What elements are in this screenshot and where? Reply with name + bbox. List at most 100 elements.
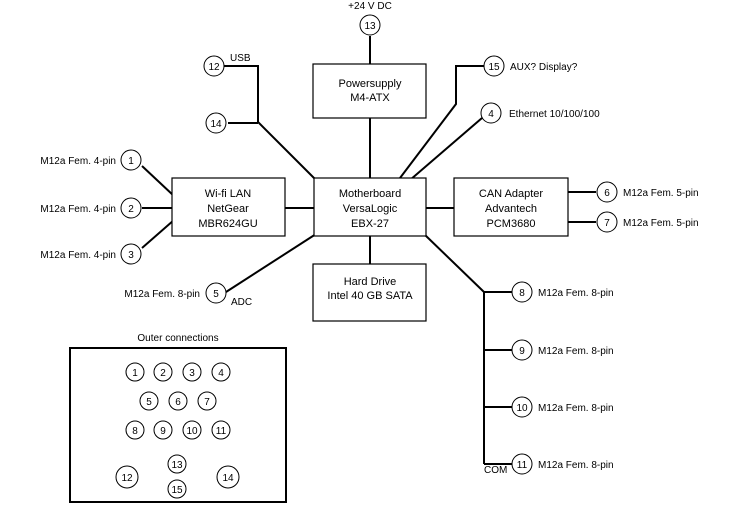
connector-3: 3 xyxy=(120,243,142,265)
outer-connections-panel xyxy=(69,347,287,503)
box-can-adapter: CAN Adapter Advantech PCM3680 xyxy=(453,177,569,237)
outer-connector-1: 1 xyxy=(125,362,145,382)
box-powersupply-line1: Powersupply xyxy=(339,78,402,90)
label-connector-8: M12a Fem. 8-pin xyxy=(538,288,614,299)
connector-4: 4 xyxy=(480,102,502,124)
connector-2-label: 2 xyxy=(128,204,134,215)
outer-connector-2: 2 xyxy=(153,362,173,382)
outer-connector-12-label: 12 xyxy=(121,473,133,484)
connector-9-label: 9 xyxy=(519,346,525,357)
box-motherboard-line1: Motherboard xyxy=(339,188,401,200)
outer-connector-4-label: 4 xyxy=(218,368,224,379)
outer-connector-4: 4 xyxy=(211,362,231,382)
connector-7: 7 xyxy=(596,211,618,233)
outer-connector-11: 11 xyxy=(211,420,231,440)
outer-connector-13-label: 13 xyxy=(171,460,183,471)
connector-13: 13 xyxy=(359,14,381,36)
outer-connector-15: 15 xyxy=(167,479,187,499)
box-motherboard-line2: VersaLogic xyxy=(343,203,398,215)
outer-connector-7: 7 xyxy=(197,391,217,411)
box-harddrive-line1: Hard Drive xyxy=(344,276,397,288)
box-wifi-line3: MBR624GU xyxy=(198,218,257,230)
box-wifi: Wi-fi LAN NetGear MBR624GU xyxy=(171,177,286,237)
box-harddrive: Hard Drive Intel 40 GB SATA xyxy=(312,263,427,322)
line-1 xyxy=(141,165,175,197)
connector-10: 10 xyxy=(511,396,533,418)
connector-15: 15 xyxy=(483,55,505,77)
outer-connector-14: 14 xyxy=(216,465,240,489)
connector-5-label: 5 xyxy=(213,289,219,300)
connector-15-label: 15 xyxy=(488,62,500,73)
box-powersupply-line2: M4-ATX xyxy=(350,92,390,104)
outer-connector-3: 3 xyxy=(182,362,202,382)
label-ethernet: Ethernet 10/100/100 xyxy=(509,109,600,120)
line-3 xyxy=(141,219,175,249)
connector-1: 1 xyxy=(120,149,142,171)
box-can-line3: PCM3680 xyxy=(487,218,536,230)
box-powersupply: Powersupply M4-ATX xyxy=(312,63,427,119)
outer-connector-11-label: 11 xyxy=(216,426,227,437)
outer-connector-8-label: 8 xyxy=(132,426,138,437)
connector-4-label: 4 xyxy=(488,109,494,120)
label-connector-6: M12a Fem. 5-pin xyxy=(623,188,699,199)
outer-connector-13: 13 xyxy=(167,454,187,474)
label-connector-2: M12a Fem. 4-pin xyxy=(40,204,116,215)
outer-connections-title: Outer connections xyxy=(137,333,218,344)
connector-1-label: 1 xyxy=(128,156,134,167)
connector-14-label: 14 xyxy=(210,119,222,130)
outer-connector-6-label: 6 xyxy=(175,397,181,408)
outer-connector-12: 12 xyxy=(115,465,139,489)
box-wifi-line1: Wi-fi LAN xyxy=(205,188,252,200)
connector-11: 11 xyxy=(511,453,533,475)
label-usb: USB xyxy=(230,53,251,64)
box-motherboard-line3: EBX-27 xyxy=(351,218,389,230)
line-ethernet xyxy=(409,117,483,181)
box-motherboard: Motherboard VersaLogic EBX-27 xyxy=(313,177,427,237)
outer-connector-5: 5 xyxy=(139,391,159,411)
box-can-line2: Advantech xyxy=(485,203,537,215)
connector-14: 14 xyxy=(205,112,227,134)
connector-11-label: 11 xyxy=(517,460,528,471)
connection-lines xyxy=(141,36,596,465)
outer-connector-10-label: 10 xyxy=(186,426,198,437)
connector-7-label: 7 xyxy=(604,218,610,229)
outer-connector-7-label: 7 xyxy=(204,397,210,408)
outer-connector-1-label: 1 xyxy=(132,368,138,379)
outer-connector-15-label: 15 xyxy=(171,485,183,496)
outer-connector-8: 8 xyxy=(125,420,145,440)
connector-12-label: 12 xyxy=(208,62,220,73)
connector-6: 6 xyxy=(596,181,618,203)
outer-connector-3-label: 3 xyxy=(189,368,195,379)
label-connector-5: M12a Fem. 8-pin xyxy=(124,289,200,300)
label-dc-supply: +24 V DC xyxy=(348,1,392,12)
outer-connector-9-label: 9 xyxy=(160,426,166,437)
connector-3-label: 3 xyxy=(128,250,134,261)
connector-8: 8 xyxy=(511,281,533,303)
label-connector-11: M12a Fem. 8-pin xyxy=(538,460,614,471)
connector-9: 9 xyxy=(511,339,533,361)
outer-connector-14-label: 14 xyxy=(222,473,234,484)
label-adc: ADC xyxy=(231,297,252,308)
outer-connector-9: 9 xyxy=(153,420,173,440)
line-adc xyxy=(225,233,317,293)
connector-12: 12 xyxy=(203,55,225,77)
label-connector-3: M12a Fem. 4-pin xyxy=(40,250,116,261)
connector-13-label: 13 xyxy=(364,21,376,32)
connector-6-label: 6 xyxy=(604,188,610,199)
box-harddrive-line2: Intel 40 GB SATA xyxy=(327,290,413,302)
line-aux-display xyxy=(399,65,484,179)
outer-connector-2-label: 2 xyxy=(160,368,166,379)
line-usb xyxy=(224,65,317,181)
label-connector-10: M12a Fem. 8-pin xyxy=(538,403,614,414)
outer-connector-10: 10 xyxy=(182,420,202,440)
connector-8-label: 8 xyxy=(519,288,525,299)
connector-10-label: 10 xyxy=(516,403,528,414)
label-aux-display: AUX? Display? xyxy=(510,62,578,73)
outer-connector-5-label: 5 xyxy=(146,397,152,408)
label-com: COM xyxy=(484,465,507,476)
outer-connector-6: 6 xyxy=(168,391,188,411)
connector-2: 2 xyxy=(120,197,142,219)
box-can-line1: CAN Adapter xyxy=(479,188,544,200)
